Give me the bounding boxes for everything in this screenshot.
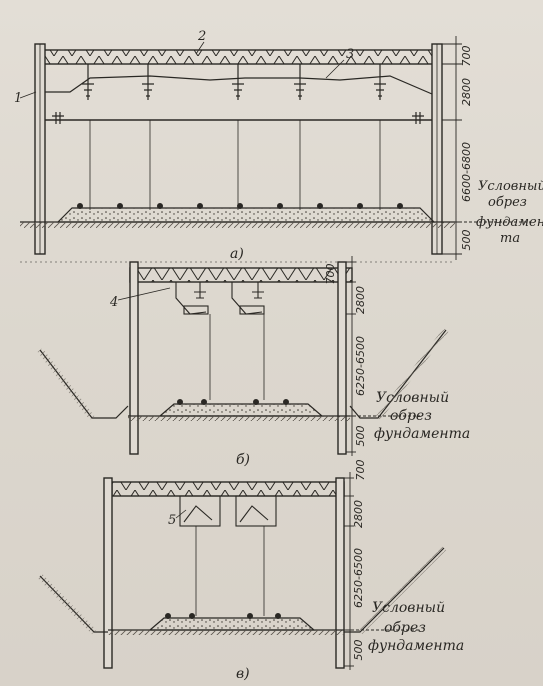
dim-c-6250: 6250-6500 [352,548,365,608]
caption-a: а) [230,246,244,262]
foundation-label-b-1: Условный [376,390,449,406]
figure-b [37,256,449,456]
figure-c [37,472,447,670]
dim-a-500: 500 [460,230,473,251]
caption-c: в) [236,666,250,682]
mast-left-b [129,261,139,455]
dim-b-700: 700 [324,264,337,285]
ballast-b [158,403,324,417]
callout-5: 5 [168,513,176,528]
dim-a-2800: 2800 [460,78,473,106]
dim-b-2800: 2800 [354,286,367,314]
truss-beam-b [129,267,353,283]
ballast-a [56,207,436,223]
foundation-label-a-4: та [500,231,520,246]
foundation-label-a-1: Условный [478,179,543,194]
truss-beam-c [111,481,345,497]
caption-b: б) [236,452,250,468]
figure-a [20,36,530,263]
foundation-label-a-2: обрез [488,195,527,210]
dim-b-6250: 6250-6500 [354,336,367,396]
foundation-label-c-2: обрез [384,620,426,636]
foundation-label-b-3: фундамента [374,426,470,442]
callout-1: 1 [14,91,22,106]
foundation-label-c-1: Условный [372,600,445,616]
mast-right-b [337,261,347,455]
dim-c-700: 700 [354,460,367,481]
dim-b-500: 500 [354,426,367,447]
mast-right-c [335,477,345,669]
truss-beam-a [39,49,441,65]
dim-c-500: 500 [352,640,365,661]
callout-2: 2 [197,29,206,44]
foundation-label-b-2: обрез [390,408,432,424]
dim-c-2800: 2800 [352,500,365,528]
mast-left-c [103,477,113,669]
dim-a-700: 700 [460,46,473,67]
callout-4: 4 [109,295,118,310]
dim-a-6600: 6600-6800 [460,142,473,202]
ballast-c [148,617,316,631]
foundation-label-c-3: фундамента [368,638,464,654]
callout-3: 3 [346,47,354,62]
foundation-label-a-3: фундамен- [476,215,543,230]
